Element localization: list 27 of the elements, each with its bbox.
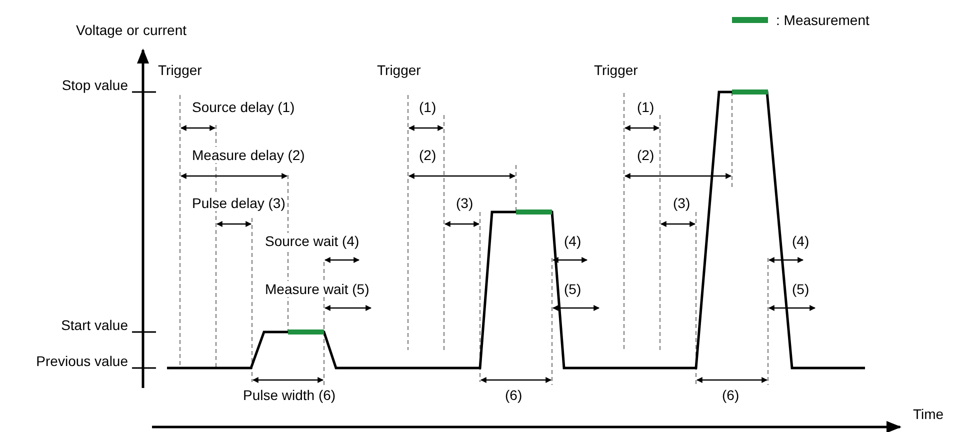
dimension-label: (2) xyxy=(636,147,656,163)
dimension-label: (4) xyxy=(563,233,582,249)
dimension-label: Measure delay (2) xyxy=(191,147,306,163)
dimension-label: (4) xyxy=(791,233,810,249)
trigger-label: Trigger xyxy=(376,62,422,78)
dimension-label: (6) xyxy=(504,387,524,403)
dimension-label: Pulse delay (3) xyxy=(191,195,286,211)
dimension-label: Pulse width (6) xyxy=(242,387,337,403)
dimension-label: (3) xyxy=(672,195,692,211)
level-label: Stop value xyxy=(60,77,129,93)
dimension-label: (2) xyxy=(418,147,438,163)
dimension-label: (5) xyxy=(563,281,582,297)
axis-label: Time xyxy=(912,406,945,422)
trigger-label: Trigger xyxy=(157,62,203,78)
dimension-label: Measure wait (5) xyxy=(264,281,370,297)
legend-label: : Measurement xyxy=(776,12,870,28)
dimension-label: (1) xyxy=(418,99,438,115)
dimension-label: Source delay (1) xyxy=(191,99,296,115)
dimension-label: (3) xyxy=(455,195,474,211)
trigger-label: Trigger xyxy=(593,62,639,78)
dimension-label: (6) xyxy=(721,387,740,403)
level-label: Previous value xyxy=(35,353,129,369)
dimension-label: Source wait (4) xyxy=(264,233,360,249)
dimension-label: (5) xyxy=(791,281,810,297)
level-label: Start value xyxy=(60,317,129,333)
axis-label: Voltage or current xyxy=(75,22,188,38)
dimension-label: (1) xyxy=(636,99,656,115)
